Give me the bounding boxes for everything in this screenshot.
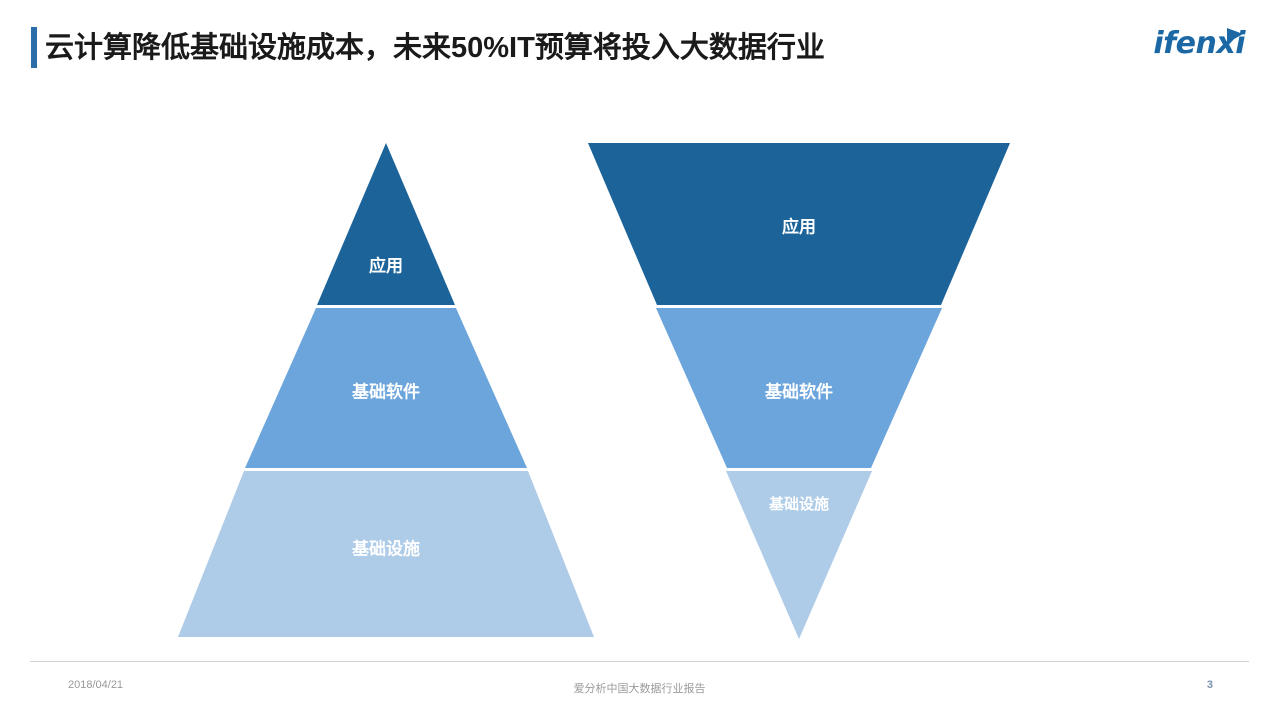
pyramid-layer-label: 基础软件 [351, 381, 420, 401]
pyramid-layer-basic-software: 基础软件 [245, 308, 527, 468]
pyramid-layer-label: 基础设施 [351, 538, 420, 558]
slide-header: 云计算降低基础设施成本，未来50%IT预算将投入大数据行业 ifenxi [0, 0, 1279, 90]
title-accent-bar [31, 27, 37, 68]
pyramid-layer-application: 应用 [317, 143, 455, 305]
footer-divider [30, 661, 1249, 662]
inverted-pyramid-layer-infrastructure: 基础设施 [726, 471, 872, 639]
footer-report-name: 爱分析中国大数据行业报告 [573, 683, 706, 695]
footer-date: 2018/04/21 [68, 679, 124, 691]
footer-page-number: 3 [1206, 679, 1213, 691]
chart-area: 应用 基础软件 基础设施 应用 基础软件 基础设施 [0, 95, 1279, 660]
pyramid-layer-label: 应用 [369, 255, 403, 275]
page-title: 云计算降低基础设施成本，未来50%IT预算将投入大数据行业 [45, 32, 825, 64]
inverted-pyramid-layer-label: 基础设施 [768, 495, 829, 513]
inverted-pyramid-layer-label: 基础软件 [764, 381, 833, 401]
inverted-pyramid-layer-application: 应用 [588, 143, 1010, 305]
inverted-pyramid-layer-basic-software: 基础软件 [656, 308, 942, 468]
slide-footer: 2018/04/21 爱分析中国大数据行业报告 3 [0, 661, 1279, 719]
pyramid-layer-infrastructure: 基础设施 [178, 471, 594, 637]
traditional-pyramid-chart: 应用 基础软件 基础设施 应用 基础软件 基础设施 [178, 143, 1010, 639]
brand-logo: ifenxi [1129, 26, 1249, 74]
inverted-pyramid-layer-label: 应用 [782, 216, 816, 236]
pennant-flag-icon [1227, 28, 1243, 43]
